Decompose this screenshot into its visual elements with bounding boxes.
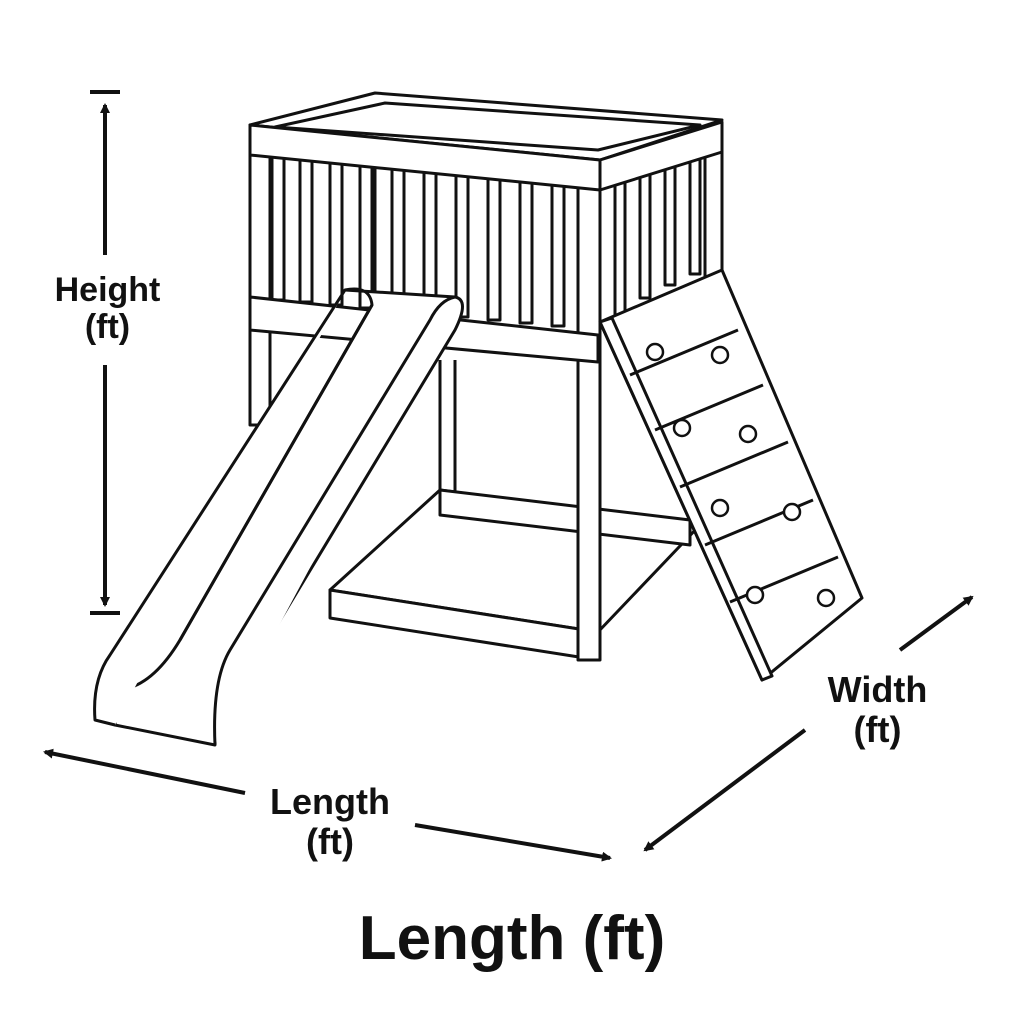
- width-arrow-up: [898, 595, 974, 652]
- width-label-line2: (ft): [853, 708, 902, 750]
- slide: [93, 287, 464, 747]
- caption: Length (ft): [358, 904, 666, 973]
- length-label-line2: (ft): [306, 820, 354, 862]
- length-label: Length (ft): [250, 782, 410, 861]
- front-left-post: [248, 123, 272, 427]
- height-label: Height (ft): [45, 271, 170, 347]
- play-tower: [93, 91, 864, 747]
- length-arrow-right: [414, 823, 612, 862]
- dimension-arrows: [43, 90, 974, 862]
- height-label-line1: Height: [54, 271, 161, 309]
- width-label: Width (ft): [810, 670, 945, 749]
- height-label-line2: (ft): [84, 308, 131, 347]
- width-arrow-down: [643, 728, 807, 852]
- length-label-line1: Length: [270, 781, 390, 822]
- climbing-wall: [598, 268, 864, 682]
- length-arrow-left: [43, 748, 246, 795]
- width-label-line1: Width: [827, 669, 928, 710]
- front-right-post: [576, 158, 602, 662]
